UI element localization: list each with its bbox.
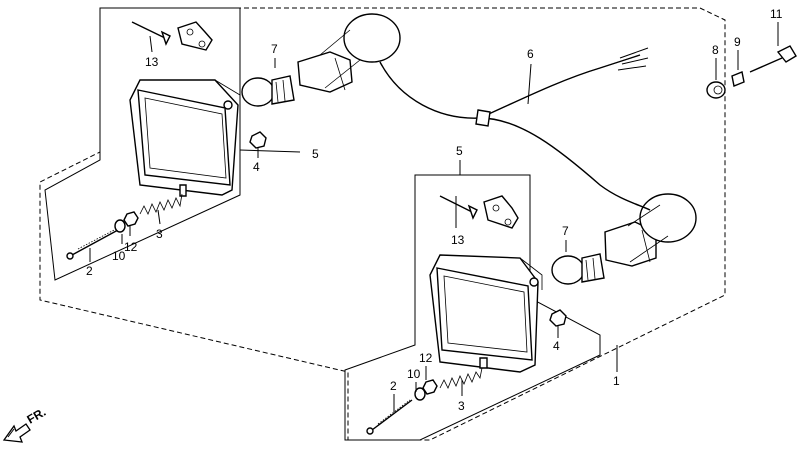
left-spring: [139, 193, 183, 215]
left-mount-pin: [131, 21, 171, 46]
left-subassembly-boundary: [44, 7, 301, 281]
left-bulb: [241, 75, 295, 107]
right-mount-pin: [439, 195, 478, 220]
leader-lines: [89, 22, 779, 412]
right-adjust-screw: [366, 399, 413, 435]
callout-13-left: 13: [145, 55, 159, 69]
left-nut-4: [249, 131, 267, 149]
callout-5-right: 5: [456, 144, 463, 158]
right-bulb: [551, 253, 605, 285]
callout-10-right: 10: [407, 367, 421, 381]
callout-13-right: 13: [451, 233, 465, 247]
callout-12-left: 12: [124, 240, 138, 254]
callout-11: 11: [770, 7, 783, 21]
right-spring: [439, 367, 483, 389]
callout-4-left: 4: [253, 160, 260, 174]
callout-1: 1: [613, 374, 620, 388]
mounting-bolt: [749, 45, 797, 73]
callout-5-left: 5: [312, 147, 319, 161]
callout-9: 9: [734, 35, 741, 49]
callout-12-right: 12: [419, 351, 433, 365]
callout-2-right: 2: [390, 379, 397, 393]
wire-harness: [379, 47, 651, 211]
callout-7-left: 7: [271, 42, 278, 56]
callout-8: 8: [712, 43, 719, 57]
right-headlight: [429, 254, 543, 373]
right-subassembly-boundary: [344, 160, 601, 441]
callout-10-left: 10: [112, 249, 126, 263]
left-headlight: [129, 79, 241, 197]
left-nut-12: [123, 211, 139, 227]
right-nut-12: [422, 379, 438, 395]
grommet: [706, 81, 726, 99]
callout-6: 6: [527, 47, 534, 61]
collar: [731, 71, 745, 87]
left-washer: [114, 219, 126, 233]
callout-4-right: 4: [553, 339, 560, 353]
right-washer: [414, 387, 426, 401]
direction-label: FR.: [25, 405, 49, 427]
callout-3-right: 3: [458, 399, 465, 413]
left-adjust-screw: [66, 228, 119, 260]
callout-2-left: 2: [86, 264, 93, 278]
assembly-boundary: [39, 7, 726, 441]
right-nut-4: [549, 309, 567, 327]
left-mount-bracket: [177, 21, 213, 51]
callout-7-right: 7: [562, 224, 569, 238]
left-socket: [297, 13, 401, 93]
direction-arrow-icon: [2, 423, 31, 443]
right-socket: [604, 193, 697, 267]
callout-3-left: 3: [156, 227, 163, 241]
right-mount-bracket: [483, 195, 519, 229]
